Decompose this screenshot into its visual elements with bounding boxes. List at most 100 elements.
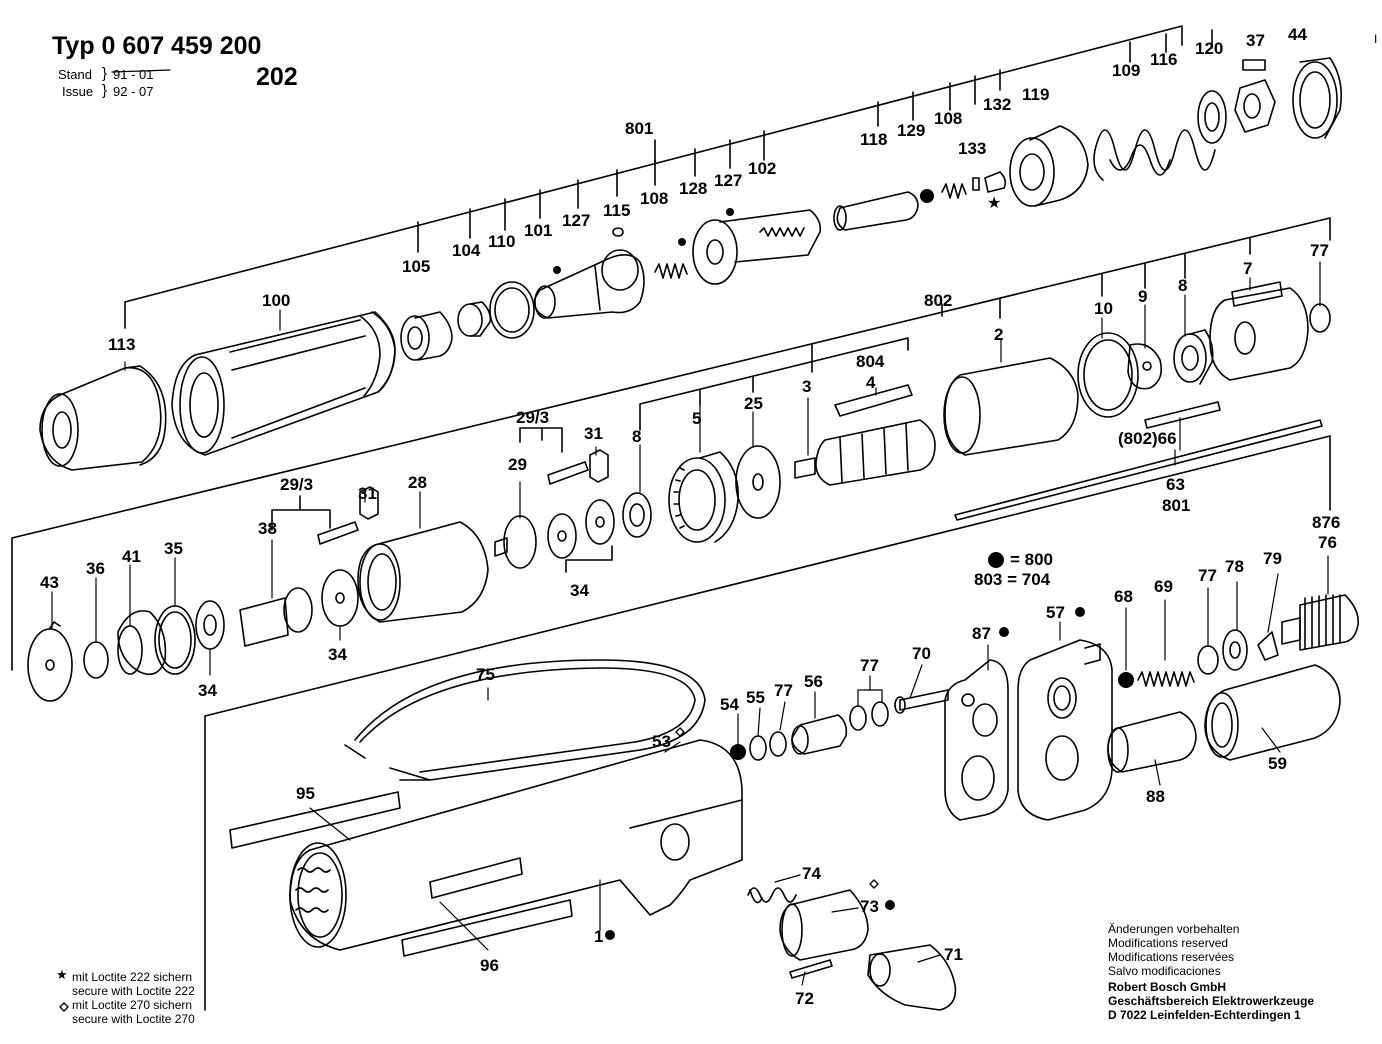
part-36-ring — [83, 641, 109, 679]
part-102-drive-flange — [692, 209, 822, 285]
label-strip-middle — [429, 857, 523, 899]
notice-line: Modifications reservées — [1108, 950, 1235, 964]
part-label: 88 — [1146, 787, 1165, 806]
part-3-rotor — [794, 419, 936, 486]
part-label: 2 — [994, 325, 1004, 344]
part-label: 96 — [480, 956, 499, 975]
part-label: 77 — [774, 681, 793, 700]
part-119-bearing — [1009, 125, 1089, 207]
part-label: 77 — [1198, 566, 1217, 585]
part-label: 128 — [679, 179, 708, 198]
part-label: 1 — [594, 927, 604, 946]
part-label: 127 — [714, 171, 743, 190]
part-9-plate — [1127, 343, 1163, 390]
part-8-bearing-lower — [622, 492, 652, 538]
part-2-motor-stator — [943, 357, 1079, 456]
part-label: 133 — [958, 139, 987, 158]
part-label: 108 — [640, 189, 669, 208]
company-line: D 7022 Leinfelden-Echterdingen 1 — [1108, 1008, 1301, 1022]
footnote-line: mit Loctite 222 sichern — [72, 970, 193, 984]
part-label: 29/3 — [280, 475, 314, 494]
part-101-spindle — [533, 249, 645, 319]
footnote-line: secure with Loctite 222 — [72, 984, 195, 998]
part-label: 31 — [584, 424, 603, 443]
part-8-bearing-upper — [1173, 329, 1214, 385]
notice-line: Änderungen vorbehalten — [1108, 922, 1240, 936]
part-label: 28 — [408, 473, 427, 492]
part-label: 73 — [860, 897, 879, 916]
part-44-ring-nut — [1292, 57, 1343, 139]
part-label: 119 — [1022, 85, 1050, 104]
part-87-gasket — [944, 659, 1009, 821]
part-label: 77 — [1310, 241, 1329, 260]
part-116-washer — [1197, 90, 1227, 144]
part-label: 127 — [562, 211, 591, 230]
part-1-motor-housing — [289, 739, 743, 951]
part-label: 31 — [358, 484, 377, 503]
part-label: 72 — [795, 989, 814, 1008]
variant-number: 202 — [256, 63, 298, 91]
part-label: 76 — [1318, 533, 1337, 552]
part-56-piston — [791, 714, 848, 755]
corner-mark: I — [1374, 32, 1378, 46]
part-57-valve-plate — [1017, 639, 1113, 821]
part-label: 37 — [1246, 31, 1265, 50]
loctite-222-star-marker: ★ — [987, 193, 1001, 212]
part-label: 5 — [692, 409, 702, 428]
part-label: 101 — [524, 221, 553, 240]
part-77-o-ring-lower — [1197, 645, 1219, 675]
stand-value: 91 - 01 — [113, 67, 154, 82]
part-label: 53 — [652, 732, 671, 751]
leader-lines — [51, 261, 1329, 986]
part-label: 100 — [262, 291, 291, 310]
part-label: 102 — [748, 159, 777, 178]
part-label: 9 — [1138, 287, 1148, 306]
part-label: 8 — [632, 427, 642, 446]
part-label: 801 — [625, 119, 654, 138]
notice-line: Salvo modificaciones — [1108, 964, 1221, 978]
footnote-line: secure with Loctite 270 — [72, 1012, 195, 1026]
part-29-planet-carrier — [494, 515, 537, 569]
part-100-housing-sleeve — [171, 311, 396, 456]
part-7-endcap — [1209, 281, 1309, 381]
part-label: 3 — [802, 377, 812, 396]
legend-dot-icon — [988, 552, 1004, 568]
part-75-wire — [344, 659, 706, 781]
part-66-pin — [1144, 401, 1221, 429]
part-77-o-ring-upper — [1309, 303, 1331, 333]
part-label: 35 — [164, 539, 183, 558]
part-label: 70 — [912, 644, 931, 663]
assembly-bracket-801-upper — [124, 25, 1213, 329]
part-label: 104 — [452, 241, 481, 260]
type-number: Typ 0 607 459 200 — [52, 32, 262, 60]
stand-strike-line — [111, 69, 171, 73]
part-110-o-ring — [489, 281, 535, 339]
part-label: 120 — [1195, 39, 1224, 58]
part-25-disc — [735, 445, 781, 519]
part-4-strip — [834, 384, 913, 417]
company-address: Robert Bosch GmbH Geschäftsbereich Elekt… — [1108, 980, 1314, 1022]
part-78-washer — [1222, 629, 1248, 671]
part-label: 129 — [897, 121, 926, 140]
part-79-cone — [1257, 631, 1279, 661]
part-95-label — [229, 791, 401, 849]
part-label: 41 — [122, 547, 141, 566]
stand-label: Stand — [58, 67, 92, 82]
part-label: 8 — [1178, 276, 1188, 295]
part-label: 118 — [860, 130, 888, 149]
notice-line: Modifications reserved — [1108, 936, 1229, 950]
part-88-cylinder — [1107, 711, 1197, 773]
part-118-pin — [833, 191, 919, 231]
part-108-spring — [654, 263, 688, 279]
part-113-nosepiece — [39, 365, 167, 471]
part-5-gear-ring — [668, 451, 739, 543]
assembly-bracket-lower — [204, 435, 1331, 1011]
part-label: 75 — [476, 665, 495, 684]
part-label: 132 — [983, 95, 1012, 114]
part-label: 115 — [603, 201, 631, 220]
part-label: 38 — [258, 519, 277, 538]
brace-stand: } — [102, 65, 108, 82]
part-120-nut — [1234, 79, 1276, 133]
part-label: 63 — [1166, 475, 1185, 494]
part-label: 116 — [1150, 50, 1178, 69]
